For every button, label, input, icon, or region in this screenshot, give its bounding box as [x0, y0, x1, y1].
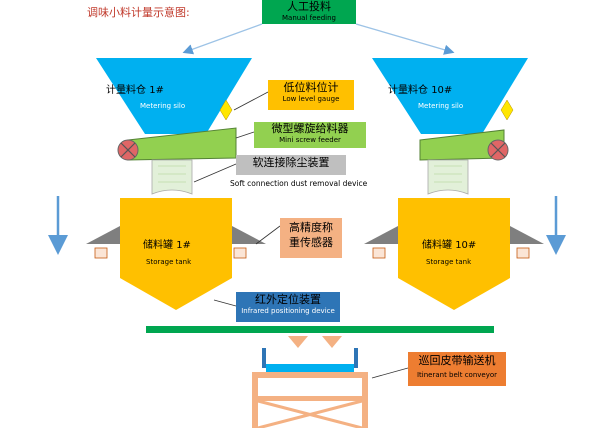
dust-device-label-box: 软连接除尘装置: [236, 155, 346, 175]
manual-feeding-en: Manual feeding: [281, 13, 336, 22]
load-cell-right-b: [516, 247, 530, 259]
tank-en-right: Storage tank: [426, 258, 472, 266]
dust-device-en: Soft connection dust removal device: [230, 179, 368, 188]
tank-bracket-right-b: [510, 226, 544, 244]
tank-label-left: 储料罐 1#: [143, 240, 191, 251]
level-gauge-indicator-left: [219, 99, 233, 121]
conveyor-frame-top: [252, 372, 368, 378]
receiving-bin-wall-left: [262, 348, 266, 368]
load-cell-right-a: [372, 247, 386, 259]
conveyor-frame-leg-right: [362, 372, 368, 428]
storage-tank-left: [120, 198, 232, 310]
metering-silo-right: [372, 58, 528, 134]
silo-en-right: Metering silo: [418, 102, 464, 110]
screw-feeder-en: Mini screw feeder: [279, 135, 341, 144]
soft-connection-left: [151, 159, 193, 195]
metering-silo-left: [96, 58, 252, 134]
weighing-sensor-label: 高精度称 重传感器: [280, 218, 342, 258]
silo-en-left: Metering silo: [140, 102, 186, 110]
diagram-heading: 调味小料计量示意图:: [87, 6, 190, 19]
infrared-en: Infrared positioning device: [241, 306, 335, 315]
load-cell-left-b: [233, 247, 247, 259]
infrared-label: 红外定位装置 Infrared positioning device: [236, 292, 340, 322]
infrared-cn: 红外定位装置: [255, 293, 321, 306]
silo-label-left: 计量料仓 1#: [106, 85, 164, 96]
discharge-cone-right: [322, 336, 342, 348]
level-gauge-label: 低位料位计 Low level gauge: [268, 80, 354, 110]
soft-connection-right: [427, 159, 469, 195]
feed-arrow-left: [182, 23, 263, 55]
load-cell-left-a: [94, 247, 108, 259]
level-gauge-indicator-right: [500, 99, 514, 121]
dust-device-cn: 软连接除尘装置: [252, 156, 330, 169]
receiving-bin-fill: [266, 364, 354, 372]
tank-bracket-right-a: [364, 226, 398, 244]
discharge-cone-left: [288, 336, 308, 348]
tank-bracket-left-a: [86, 226, 120, 244]
storage-tank-right: [398, 198, 510, 310]
belt-conveyor-cn: 巡回皮带输送机: [418, 354, 496, 367]
weighing-sensor-cn2: 重传感器: [289, 235, 333, 249]
receiving-bin-wall-right: [354, 348, 358, 368]
belt-conveyor-label: 巡回皮带输送机 Itinerant belt conveyor: [408, 352, 506, 386]
screw-feeder-cn: 微型螺旋给料器: [271, 122, 349, 135]
level-gauge-en: Low level gauge: [282, 94, 340, 103]
tank-bracket-left-b: [232, 226, 266, 244]
level-gauge-cn: 低位料位计: [283, 81, 339, 94]
conveyor-frame-leg-left: [252, 372, 258, 428]
conveyor-frame-brace-b: [257, 399, 363, 428]
conveyor-frame-mid: [258, 396, 362, 401]
manual-feeding-box: 人工投料 Manual feeding: [262, 0, 356, 24]
weighing-sensor-cn1: 高精度称: [289, 221, 333, 234]
screw-feeder-label: 微型螺旋给料器 Mini screw feeder: [254, 122, 366, 148]
silo-label-right: 计量料仓 10#: [388, 85, 453, 96]
conveyor-rail: [146, 326, 494, 333]
manual-feeding-cn: 人工投料: [287, 0, 331, 13]
tank-label-right: 储料罐 10#: [422, 240, 477, 251]
tank-en-left: Storage tank: [146, 258, 192, 266]
feed-arrow-right: [355, 23, 455, 55]
belt-conveyor-en: Itinerant belt conveyor: [416, 370, 498, 379]
